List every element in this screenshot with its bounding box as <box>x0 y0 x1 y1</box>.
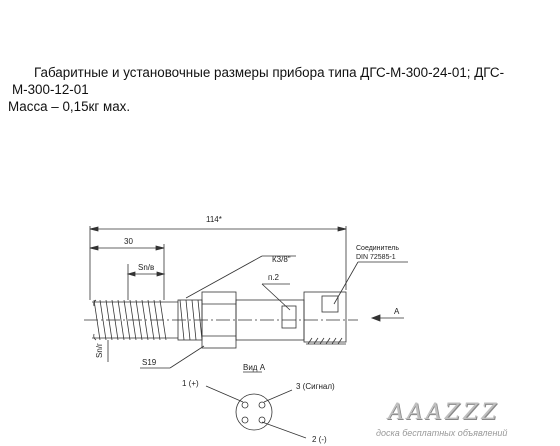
label-hex-size: S19 <box>142 358 157 367</box>
caption-model: М-300-12-01 <box>12 82 89 97</box>
leader-p2 <box>261 283 291 311</box>
connector-housing <box>303 291 347 343</box>
label-pin2: 2 (-) <box>312 435 327 444</box>
dim-label-total: 114* <box>206 215 222 224</box>
leader-s19 <box>169 345 205 369</box>
connector-face <box>235 393 273 431</box>
leader-pin3 <box>263 389 293 403</box>
arrowhead <box>89 226 99 232</box>
caption-mass: Масса – 0,15кг мах. <box>8 99 131 114</box>
label-thread-k38: К3/8" <box>272 255 291 264</box>
label-p2: п.2 <box>268 273 280 282</box>
label-connector-standard: DIN 72585-1 <box>356 254 396 261</box>
label-pin3: 3 (Сигнал) <box>296 382 335 391</box>
watermark-logo: AAAZZZ <box>388 400 500 425</box>
arrowhead <box>155 245 165 251</box>
label-view-a: Вид А <box>243 363 266 372</box>
leader-thread <box>185 255 263 299</box>
leader-pin2 <box>261 421 307 439</box>
label-pitch-vertical: Sn/г <box>95 343 104 358</box>
dim-label-30: 30 <box>124 237 133 246</box>
pin-3 <box>258 401 266 409</box>
connector-ribbing <box>307 337 343 345</box>
pin-4 <box>241 416 249 424</box>
arrowhead <box>156 271 166 277</box>
connector-latch <box>321 295 339 313</box>
arrowhead <box>370 314 381 322</box>
label-pin1: 1 (+) <box>182 379 199 388</box>
caption-title: Габаритные и установочные размеры прибор… <box>34 65 505 80</box>
watermark: AAAZZZ доска бесплатных объявлений <box>374 400 554 442</box>
leader-pin1 <box>205 385 244 403</box>
label-view-arrow: А <box>394 307 400 316</box>
pin-1 <box>241 401 249 409</box>
arrowhead <box>89 245 99 251</box>
label-connector: Соединитель <box>356 245 399 252</box>
pin-2 <box>258 416 266 424</box>
arrowhead <box>337 226 347 232</box>
drawing-caption: Габаритные и установочные размеры прибор… <box>8 64 548 115</box>
leader-connector <box>333 261 359 305</box>
dim-label-pitch: Sn/в <box>138 263 154 272</box>
watermark-tagline: доска бесплатных объявлений <box>376 428 508 438</box>
arrowhead <box>126 271 136 277</box>
vent-window <box>281 305 297 329</box>
